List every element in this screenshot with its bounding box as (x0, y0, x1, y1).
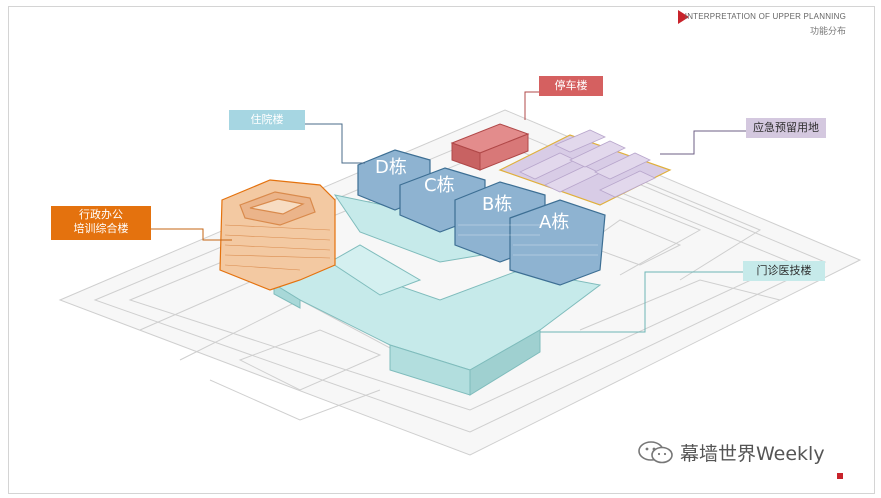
tower-a (509, 199, 606, 286)
emergency-reserve-land (498, 129, 672, 206)
watermark-text: 幕墙世界Weekly (680, 442, 825, 465)
parking-building (450, 123, 530, 171)
clinic-podium (272, 194, 602, 396)
header-title: INTERPRETATION OF UPPER PLANNING (684, 12, 846, 21)
label-admin-training-building: 行政办公 培训综合楼 (51, 206, 151, 240)
building-label-b: B栋 (482, 194, 513, 215)
label-parking-building: 停车楼 (539, 76, 603, 96)
leader-lines (151, 91, 746, 333)
label-clinic-building: 门诊医技楼 (743, 261, 825, 281)
label-admin-line1: 行政办公 (79, 208, 123, 221)
admin-training-building (219, 179, 336, 291)
inpatient-towers (357, 149, 606, 286)
corner-square (837, 473, 843, 479)
header-subtitle: 功能分布 (809, 27, 846, 37)
label-emergency-reserve-land: 应急预留用地 (746, 118, 826, 138)
building-label-a: A栋 (539, 212, 570, 233)
wechat-icon (638, 441, 673, 464)
watermark: 幕墙世界Weekly (636, 439, 825, 465)
building-label-d: D栋 (375, 157, 407, 178)
building-label-c: C栋 (424, 175, 455, 196)
label-admin-line2: 培训综合楼 (73, 222, 129, 235)
label-inpatient-building: 住院楼 (229, 110, 305, 130)
header-triangle-icon (678, 10, 689, 24)
